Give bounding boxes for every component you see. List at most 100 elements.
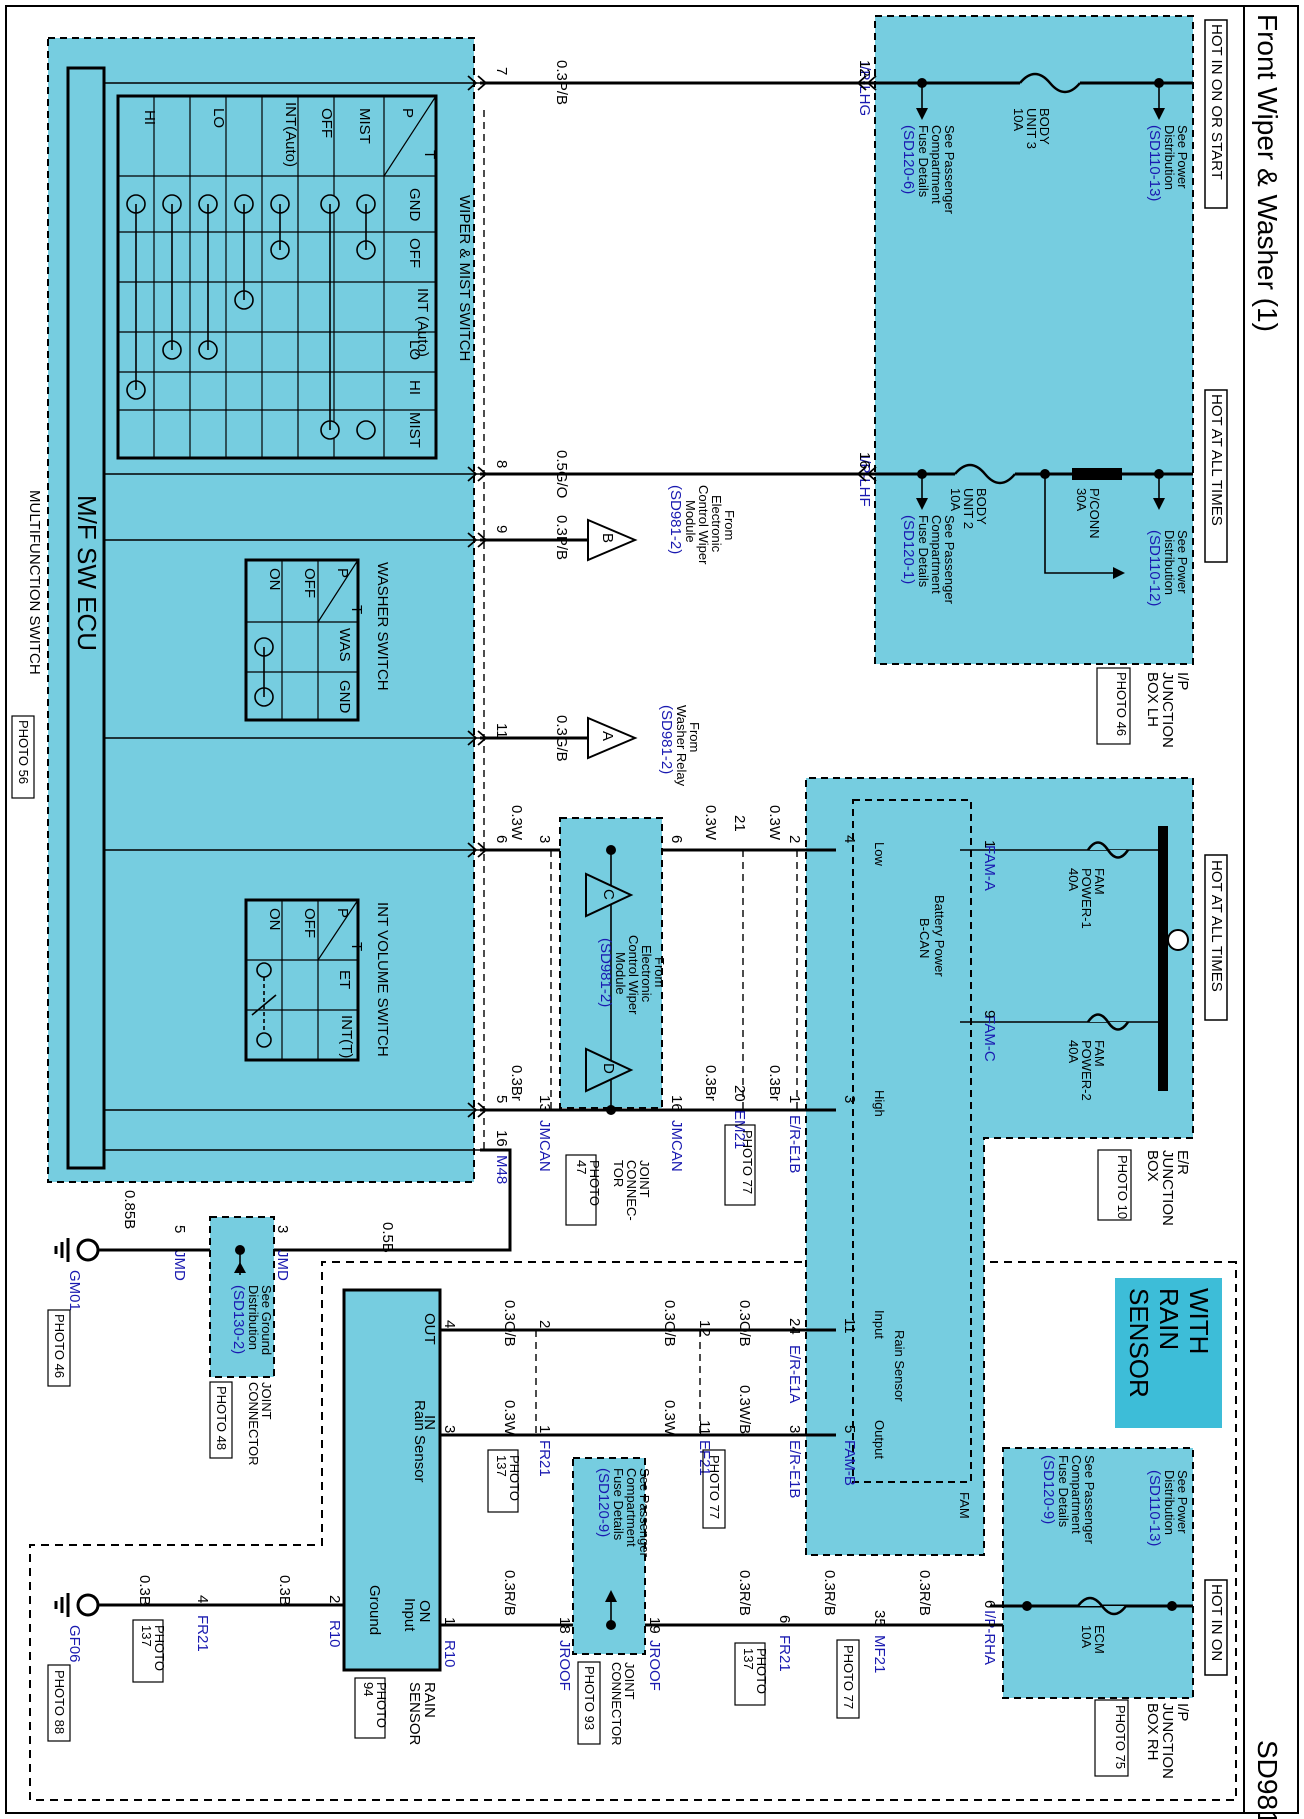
svg-text:Input: Input: [872, 1310, 887, 1339]
svg-text:UNIT 2: UNIT 2: [961, 488, 976, 529]
svg-text:Washer Relay: Washer Relay: [674, 705, 689, 787]
source-triangle-a: [587, 716, 638, 760]
svg-text:P: P: [399, 108, 416, 118]
svg-text:PHOTO 77: PHOTO 77: [841, 1645, 856, 1709]
svg-text:Module: Module: [683, 500, 698, 543]
svg-text:C: C: [600, 889, 617, 900]
svg-text:0.3W: 0.3W: [702, 805, 719, 841]
svg-text:21: 21: [731, 815, 748, 832]
svg-text:16: 16: [493, 1130, 510, 1147]
svg-text:WAS: WAS: [336, 628, 353, 662]
svg-text:Rain Sensor: Rain Sensor: [892, 1330, 907, 1402]
svg-text:(SD120-9): (SD120-9): [595, 1468, 612, 1537]
page-frame: [5, 5, 1299, 1814]
svg-text:T: T: [348, 605, 365, 614]
svg-text:From: From: [687, 722, 702, 752]
mf-sw-ecu: [66, 66, 106, 1170]
svg-text:High: High: [872, 1090, 887, 1117]
page-code: SD981-1: [1252, 1740, 1283, 1819]
svg-text:MULTIFUNCTION SWITCH: MULTIFUNCTION SWITCH: [26, 490, 43, 675]
svg-text:See Power: See Power: [1175, 530, 1190, 594]
svg-text:JMCAN: JMCAN: [668, 1120, 685, 1172]
svg-text:(SD120-1): (SD120-1): [900, 515, 917, 584]
svg-text:T: T: [348, 942, 365, 951]
svg-text:INT (Auto): INT (Auto): [414, 288, 431, 357]
svg-text:JOINT: JOINT: [637, 1160, 652, 1198]
svg-text:I/P: I/P: [1174, 672, 1191, 690]
svg-text:B-CAN: B-CAN: [917, 918, 932, 958]
svg-text:INT VOLUME SWITCH: INT VOLUME SWITCH: [374, 902, 391, 1057]
svg-text:3: 3: [441, 1425, 458, 1433]
svg-text:137: 137: [741, 1648, 756, 1670]
svg-text:Battery Power: Battery Power: [932, 895, 947, 977]
svg-text:20: 20: [731, 1085, 748, 1102]
svg-text:SENSOR: SENSOR: [406, 1682, 423, 1746]
svg-text:0.3R/B: 0.3R/B: [501, 1570, 518, 1616]
ip-junction-box-rh: [1002, 1447, 1194, 1699]
svg-text:0.3B: 0.3B: [136, 1575, 153, 1606]
svg-text:RAIN: RAIN: [421, 1682, 438, 1718]
svg-text:JMD: JMD: [171, 1250, 188, 1281]
photo-46-lh: PHOTO 46: [1114, 672, 1129, 736]
svg-text:LO: LO: [406, 340, 423, 360]
svg-text:JROOF: JROOF: [646, 1640, 663, 1691]
svg-text:19: 19: [646, 1617, 663, 1634]
svg-text:See Passenger: See Passenger: [1082, 1455, 1097, 1545]
svg-text:EF21: EF21: [696, 1440, 713, 1476]
svg-text:40A: 40A: [1066, 868, 1081, 891]
bus-bar: [1158, 826, 1168, 1091]
svg-text:0.3G/B: 0.3G/B: [553, 715, 570, 762]
svg-text:FAM-A: FAM-A: [981, 845, 998, 891]
svg-text:PHOTO: PHOTO: [152, 1625, 167, 1671]
svg-text:35: 35: [871, 1610, 888, 1627]
svg-text:5: 5: [841, 1425, 858, 1433]
svg-text:ET: ET: [336, 970, 353, 989]
svg-text:PHOTO: PHOTO: [587, 1160, 602, 1206]
svg-text:FAM: FAM: [957, 1492, 972, 1519]
svg-text:(SD110-13): (SD110-13): [1146, 125, 1163, 201]
svg-text:Distribution: Distribution: [1162, 125, 1177, 190]
svg-text:See Power: See Power: [1175, 125, 1190, 189]
svg-text:E/R-E1B: E/R-E1B: [786, 1440, 803, 1498]
svg-text:P/CONN: P/CONN: [1087, 488, 1102, 539]
svg-text:BOX LH: BOX LH: [1144, 672, 1161, 727]
svg-text:ON: ON: [266, 908, 283, 931]
svg-text:11: 11: [696, 1420, 713, 1436]
source-triangle-b: [587, 518, 638, 562]
banner-with: WITH: [1184, 1288, 1214, 1354]
svg-text:JMD: JMD: [274, 1250, 291, 1281]
svg-text:FAM-B: FAM-B: [841, 1440, 858, 1486]
svg-text:FR21: FR21: [776, 1635, 793, 1672]
svg-text:Compartment: Compartment: [929, 125, 944, 204]
svg-text:4: 4: [841, 835, 858, 843]
svg-text:OUT: OUT: [421, 1313, 438, 1345]
svg-text:Compartment: Compartment: [624, 1468, 639, 1547]
rain-sensor-banner: [1115, 1278, 1222, 1428]
svg-text:M48: M48: [493, 1155, 510, 1184]
svg-text:BOX: BOX: [1144, 1150, 1161, 1182]
svg-text:CONNECTOR: CONNECTOR: [609, 1662, 624, 1746]
svg-text:From: From: [722, 510, 737, 540]
svg-text:FR21: FR21: [536, 1440, 553, 1477]
svg-text:(SD120-6): (SD120-6): [900, 125, 917, 194]
fuse-body-unit-3: [1019, 72, 1081, 94]
svg-text:Fuse Details: Fuse Details: [916, 125, 931, 198]
svg-text:TOR: TOR: [611, 1160, 626, 1187]
svg-text:(SD110-13): (SD110-13): [1146, 1470, 1163, 1546]
svg-text:EM21: EM21: [731, 1110, 748, 1149]
hot-on-or-start: HOT IN ON OR START: [1208, 24, 1225, 180]
svg-text:POWER-2: POWER-2: [1079, 1040, 1094, 1101]
svg-text:GND: GND: [336, 680, 353, 714]
svg-text:(SD130-2): (SD130-2): [230, 1285, 247, 1354]
fam-module: [852, 799, 972, 1483]
svg-text:Distribution: Distribution: [1162, 530, 1177, 595]
svg-text:GND: GND: [406, 188, 423, 222]
svg-text:POWER-1: POWER-1: [1079, 868, 1094, 929]
svg-text:T: T: [421, 150, 438, 159]
svg-text:10A: 10A: [1011, 108, 1026, 131]
svg-text:I/P: I/P: [1174, 1703, 1191, 1721]
svg-text:MF21: MF21: [871, 1635, 888, 1673]
svg-text:PHOTO 77: PHOTO 77: [740, 1130, 755, 1194]
svg-text:JUNCTION: JUNCTION: [1159, 1703, 1176, 1779]
svg-text:BODY: BODY: [1037, 108, 1052, 145]
